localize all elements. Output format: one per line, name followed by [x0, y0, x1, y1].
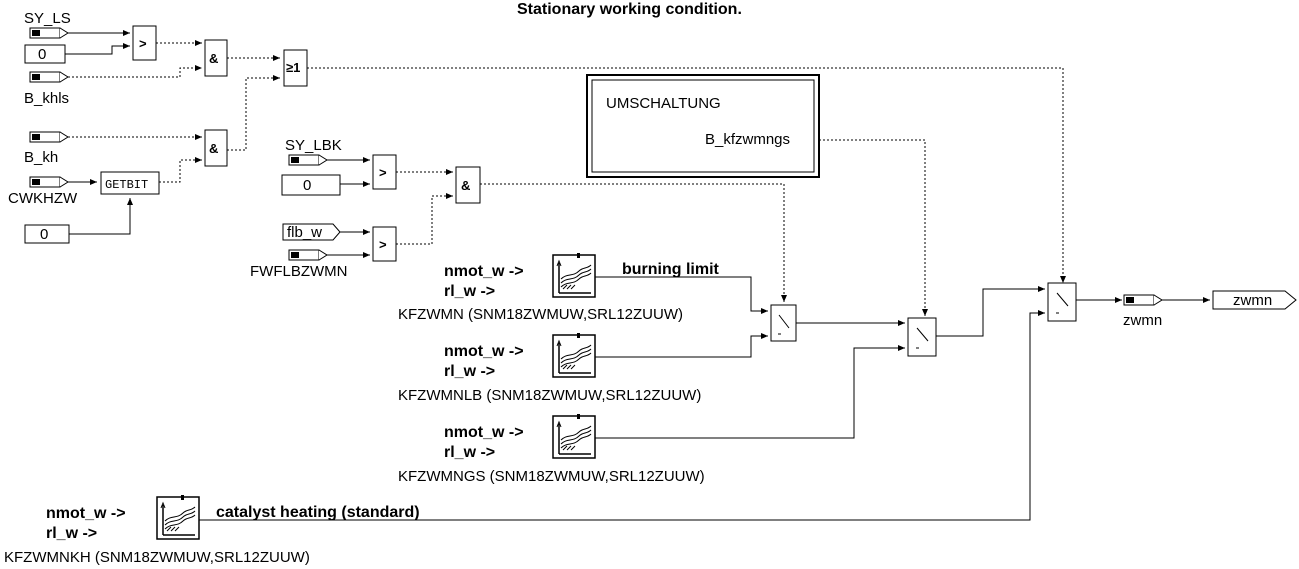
umschaltung-port-label: B_kfzwmngs [705, 131, 790, 148]
constant-zero-2-text: 0 [40, 226, 48, 243]
cwkhzw-variable-icon [29, 176, 69, 188]
compare-symbol-3: > [379, 237, 387, 252]
b-kh-label: B_kh [24, 149, 58, 166]
sy-ls-label: SY_LS [24, 10, 71, 27]
map4-name: KFZWMNKH (SNM18ZWMUW,SRL12ZUUW) [4, 549, 310, 566]
getbit-block [100, 171, 160, 195]
sy-lbk-variable-icon [288, 154, 328, 166]
getbit-label: GETBIT [105, 178, 148, 192]
b-khls-label: B_khls [24, 90, 69, 107]
map3-name: KFZWMNGS (SNM18ZWMUW,SRL12ZUUW) [398, 468, 705, 485]
compare-symbol-2: > [379, 165, 387, 180]
map3-input-nmot: nmot_w -> [444, 424, 524, 441]
fwflbzwmn-label: FWFLBZWMN [250, 263, 347, 280]
and-block-3 [455, 166, 481, 204]
constant-zero-3-text: 0 [303, 177, 311, 194]
map1-name: KFZWMN (SNM18ZWMUW,SRL12ZUUW) [398, 306, 683, 323]
map2-name: KFZWMNLB (SNM18ZWMUW,SRL12ZUUW) [398, 387, 701, 404]
map1-input-nmot: nmot_w -> [444, 263, 524, 280]
constant-zero-1-text: 0 [38, 46, 46, 63]
map4-characteristic-icon [156, 494, 200, 540]
map1-characteristic-icon [552, 252, 596, 298]
map2-input-nmot: nmot_w -> [444, 343, 524, 360]
umschaltung-title: UMSCHALTUNG [606, 95, 721, 112]
switch-block-2 [907, 317, 937, 357]
sy-ls-variable-icon [29, 27, 69, 39]
map4-input-rl: rl_w -> [46, 525, 97, 542]
and-symbol-2: & [209, 141, 218, 156]
map3-input-rl: rl_w -> [444, 444, 495, 461]
fwflbzwmn-variable-icon [288, 249, 328, 261]
b-kh-variable-icon [29, 131, 69, 143]
flb-w-input-tag [282, 223, 341, 241]
constant-zero-3 [281, 174, 341, 196]
and-symbol-3: & [461, 178, 470, 193]
diagram-title: Stationary working condition. [517, 1, 742, 18]
zwmn-variable-icon [1123, 294, 1163, 306]
map4-input-nmot: nmot_w -> [46, 505, 126, 522]
map1-input-rl: rl_w -> [444, 283, 495, 300]
zwmn-variable-label: zwmn [1123, 312, 1162, 329]
or-symbol: ≥1 [286, 60, 300, 75]
catalyst-heating-label: catalyst heating (standard) [216, 504, 420, 521]
and-block-2 [204, 129, 228, 167]
switch-block-1 [770, 304, 797, 342]
cwkhzw-label: CWKHZW [8, 190, 78, 207]
switch-block-final [1047, 282, 1077, 322]
map3-characteristic-icon [552, 413, 596, 459]
zwmn-output-port [1212, 290, 1297, 310]
sy-lbk-label: SY_LBK [285, 137, 342, 154]
b-khls-variable-icon [29, 71, 69, 83]
burning-limit-label: burning limit [622, 261, 720, 278]
zwmn-output-label: zwmn [1233, 292, 1272, 309]
umschaltung-block [586, 74, 820, 178]
and-symbol-1: & [209, 51, 218, 66]
compare-symbol-1: > [139, 36, 147, 51]
map2-input-rl: rl_w -> [444, 363, 495, 380]
map2-characteristic-icon [552, 332, 596, 378]
flb-w-label: flb_w [287, 224, 322, 241]
